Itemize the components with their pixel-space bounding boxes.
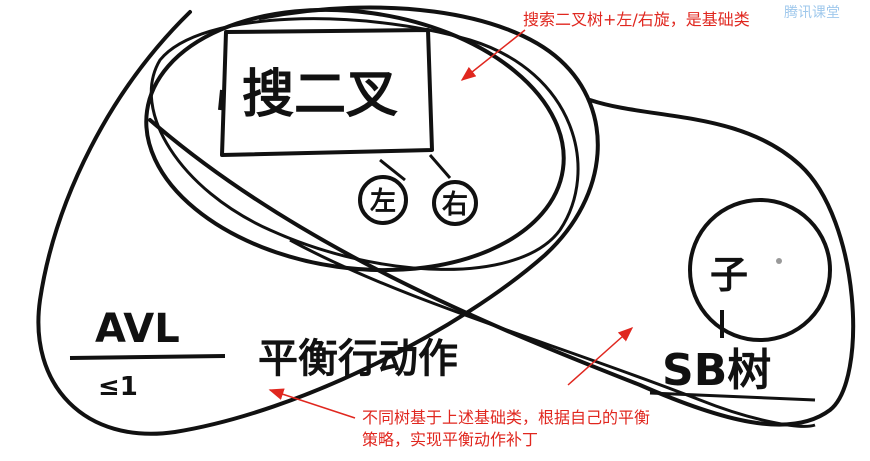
bst-label: 搜二叉 <box>242 65 398 125</box>
annotation-line-1: 不同树基于上述基础类，根据自己的平衡 <box>362 408 651 427</box>
left-rotate-circle <box>358 175 408 225</box>
annotation-line-2: 策略，实现平衡动作补丁 <box>362 430 539 449</box>
sb-dot <box>776 258 782 264</box>
balance-label: 平衡行动作 <box>258 336 458 382</box>
right-branch <box>428 154 452 179</box>
right-rotate-label: 右 <box>442 190 468 220</box>
annotation-base-class: 搜索二叉树+左/右旋，是基础类 <box>523 10 750 29</box>
left-rotate-label: 左 <box>370 187 396 217</box>
sb-child-circle <box>688 198 832 342</box>
avl-underline <box>69 354 226 360</box>
annotation-balance-strategy: 不同树基于上述基础类，根据自己的平衡 策略，实现平衡动作补丁 <box>362 407 650 451</box>
sb-divider-line <box>289 238 816 428</box>
sb-tree-outer-loop <box>148 98 856 427</box>
sb-underline <box>649 391 816 402</box>
search-bst-box <box>220 28 434 157</box>
arrow-to-base-class <box>460 29 526 81</box>
sb-tree-label: SB树 <box>662 345 771 396</box>
avl-label: AVL <box>95 306 180 352</box>
arrow-to-avl <box>268 388 356 419</box>
base-class-ellipse <box>144 7 566 273</box>
avl-subscript: ≤1 <box>98 372 138 402</box>
arrow-to-sb-tree <box>567 327 634 386</box>
sb-child-label: 子 <box>710 253 748 297</box>
right-rotate-circle <box>432 180 478 226</box>
watermark-logo: 腾讯课堂 <box>784 5 840 21</box>
avl-outer-loop <box>36 5 600 436</box>
box-tick-mark <box>218 89 224 111</box>
base-class-inner-ellipse <box>149 17 580 271</box>
left-branch <box>379 158 406 182</box>
